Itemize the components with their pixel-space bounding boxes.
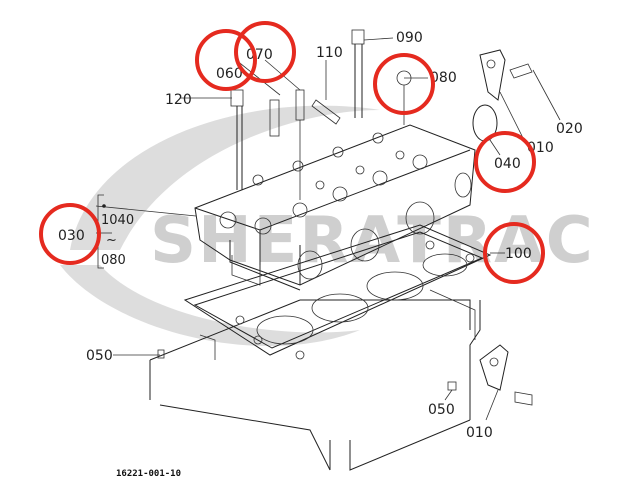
callout-range-start: 1040: [101, 213, 134, 228]
callout-030: 030: [58, 228, 85, 244]
highlight-ring-040: [474, 131, 536, 193]
highlight-ring-080: [373, 53, 435, 115]
callout-100: 100: [505, 246, 532, 262]
engine-block: [149, 289, 481, 471]
range-tilde: ~: [106, 233, 117, 248]
callout-090: 090: [396, 30, 423, 46]
head-bolts: [230, 29, 412, 200]
highlight-ring-100: [483, 222, 545, 284]
callout-110: 110: [316, 45, 343, 61]
highlight-ring-060: [195, 29, 257, 91]
hanger-plate-top: [479, 49, 533, 101]
small-bolts: [157, 349, 457, 391]
cylinder-head: [194, 124, 476, 291]
callout-120: 120: [165, 92, 192, 108]
callout-050-right: 050: [428, 402, 455, 418]
callout-070: 070: [246, 47, 273, 63]
drawing-code: 16221-001-10: [116, 469, 181, 479]
callout-080: 080: [430, 70, 457, 86]
highlight-ring-030: [39, 203, 101, 265]
callout-050-left: 050: [86, 348, 113, 364]
callout-060: 060: [216, 66, 243, 82]
callout-range-end: 080: [101, 253, 126, 268]
callout-020: 020: [556, 121, 583, 137]
head-gasket: [183, 224, 492, 360]
hanger-plate-bottom: [479, 344, 533, 406]
callout-040: 040: [494, 156, 521, 172]
callout-010-bottom: 010: [466, 425, 493, 441]
highlight-rings: [39, 21, 545, 284]
highlight-ring-070: [234, 21, 296, 83]
